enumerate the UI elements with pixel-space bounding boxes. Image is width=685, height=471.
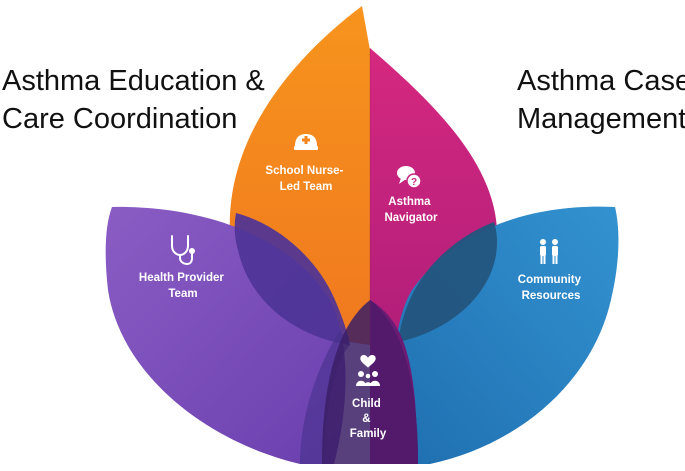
health-provider-label: Health Provider Team (139, 272, 227, 300)
left-heading-line-1: Asthma Education & (2, 65, 265, 97)
stethoscope-icon (171, 235, 195, 266)
school-nurse-line-1: School Nurse- (265, 165, 343, 177)
overlap-orange-purple (234, 213, 350, 345)
health-provider-line-1: Health Provider (139, 272, 225, 284)
center-shade (370, 300, 418, 464)
asthma-navigator-line-2: Navigator (384, 212, 438, 224)
svg-text:?: ? (411, 177, 417, 188)
child-family-line-3: Family (350, 428, 387, 440)
community-line-2: Resources (522, 290, 581, 302)
asthma-navigator-label: Asthma Navigator (384, 196, 438, 224)
chat-question-icon: ? (397, 166, 422, 189)
overlap-magenta-blue (398, 222, 498, 342)
child-family-line-2: & (362, 413, 370, 425)
right-heading-line-2: Management (517, 103, 685, 135)
heart-family-icon (356, 354, 380, 386)
school-nurse-line-2: Led Team (280, 181, 333, 193)
school-nurse-label: School Nurse- Led Team (265, 165, 346, 193)
community-label: Community Resources (518, 274, 584, 302)
left-heading-line-2: Care Coordination (2, 103, 238, 135)
right-heading: Asthma Case Management (517, 62, 685, 138)
child-family-label: Child & Family (350, 398, 387, 440)
left-heading: Asthma Education & Care Coordination (2, 62, 265, 138)
health-provider-line-2: Team (168, 288, 197, 300)
community-line-1: Community (518, 274, 582, 286)
nurse-cap-icon (294, 134, 318, 150)
people-icon (540, 239, 558, 264)
right-heading-line-1: Asthma Case (517, 65, 685, 97)
child-family-line-1: Child (352, 398, 381, 410)
asthma-navigator-line-1: Asthma (388, 196, 431, 208)
